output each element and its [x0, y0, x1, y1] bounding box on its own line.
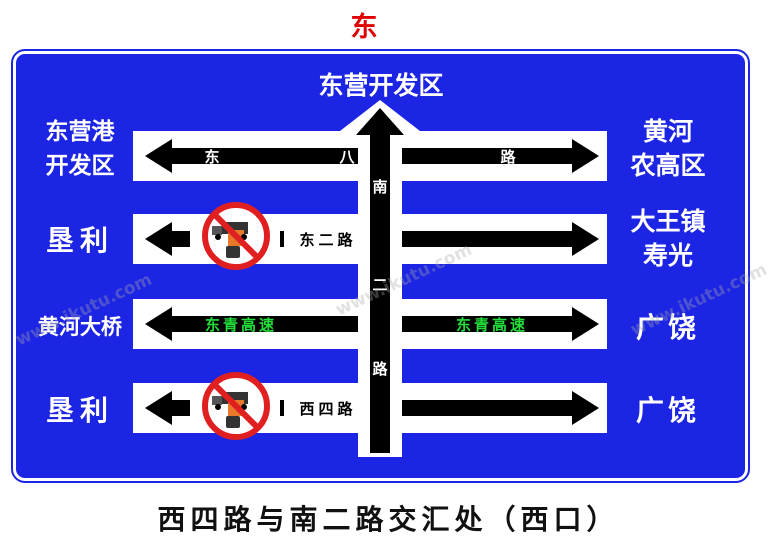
dest-north: 东营开发区: [318, 71, 444, 100]
road-label-r3-left: 东青高速: [205, 316, 277, 334]
direction-label: 东: [350, 12, 378, 43]
dest-left-1-line2: 开发区: [45, 153, 115, 179]
dest-left-1-line1: 东营港: [45, 119, 115, 145]
road-label-vertical-1: 南: [372, 178, 387, 196]
road-arrow-2-left: [145, 222, 190, 256]
dest-left-4: 垦利: [45, 394, 114, 427]
road-arrow-4-right: [280, 391, 599, 425]
road-label-vertical-2: 二: [372, 276, 387, 294]
road-label-vertical-3: 路: [372, 360, 388, 378]
dest-left-1: 东营港 开发区: [28, 115, 132, 183]
road-arrow-vertical: [356, 108, 404, 453]
dest-right-3: 广饶: [635, 311, 700, 344]
road-label-r1-c: 路: [500, 148, 516, 166]
road-label-r1-b: 八: [338, 148, 355, 166]
dest-right-2-line2: 寿光: [642, 241, 693, 270]
no-truck-icon: [202, 202, 270, 270]
dest-right-4: 广饶: [635, 394, 700, 427]
dest-right-2-line1: 大王镇: [630, 207, 706, 236]
dest-left-3: 黄河大桥: [38, 315, 122, 339]
road-label-r2: 东二路: [299, 231, 356, 249]
dest-right-1: 黄河 农高区: [612, 115, 724, 183]
dest-right-1-line2: 农高区: [630, 151, 706, 180]
road-arrow-2-right: [280, 222, 599, 256]
dest-right-2: 大王镇 寿光: [612, 205, 724, 273]
road-arrow-4-left: [145, 391, 190, 425]
road-label-r3-right: 东青高速: [456, 316, 528, 334]
sign-caption: 西四路与南二路交汇处（西口）: [157, 503, 620, 536]
road-label-r4: 西四路: [299, 400, 356, 418]
dest-right-1-line1: 黄河: [642, 117, 693, 146]
dest-left-2: 垦利: [45, 224, 114, 257]
no-truck-icon: [202, 372, 270, 440]
road-label-r1-a: 东: [204, 148, 219, 166]
